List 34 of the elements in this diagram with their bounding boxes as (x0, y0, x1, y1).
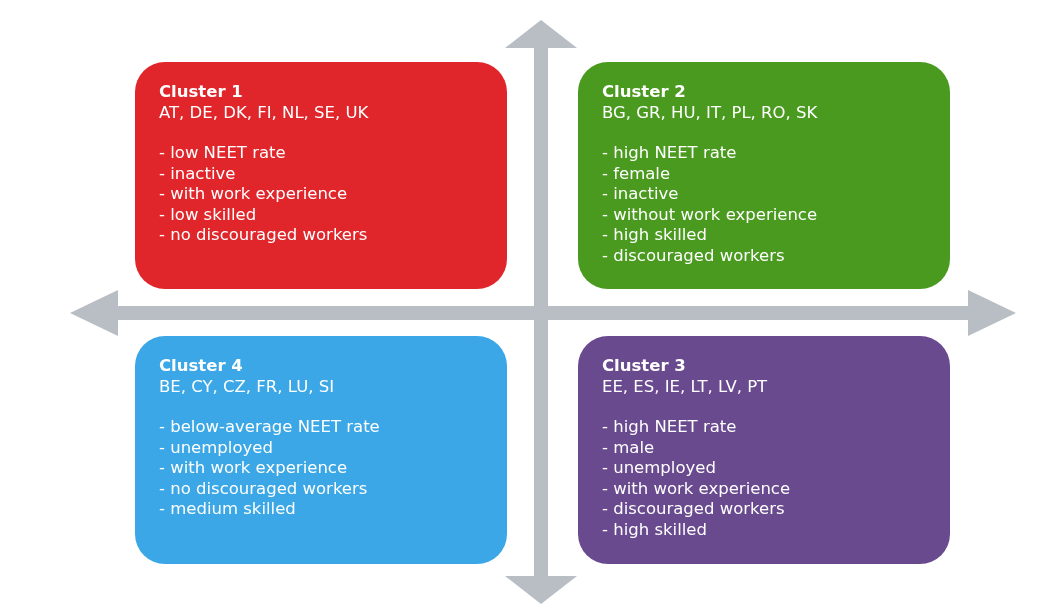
list-item: - male (602, 437, 655, 458)
list-item: - without work experience (602, 204, 818, 225)
list-item: - medium skilled (159, 499, 296, 520)
country-list: EE, ES, IE, LT, LV, PT (602, 376, 768, 397)
list-item: - with work experience (602, 478, 791, 499)
cluster-card (578, 62, 950, 289)
list-item: - low skilled (159, 204, 257, 225)
list-item: - unemployed (602, 458, 716, 479)
cluster-title: Cluster 4 (159, 356, 243, 377)
list-item: - with work experience (159, 458, 348, 479)
list-item: - with work experience (159, 184, 348, 205)
country-list: BE, CY, CZ, FR, LU, SI (159, 376, 335, 397)
list-item: - high NEET rate (602, 143, 737, 164)
cluster-card (135, 62, 507, 289)
cluster-card (578, 336, 950, 564)
cluster-card (135, 336, 507, 564)
list-item: - female (602, 163, 671, 184)
list-item: - discouraged workers (602, 499, 785, 520)
country-list: BG, GR, HU, IT, PL, RO, SK (602, 102, 818, 123)
list-item: - no discouraged workers (159, 225, 368, 246)
list-item: - inactive (602, 184, 679, 205)
list-item: - unemployed (159, 437, 273, 458)
list-item: - high NEET rate (602, 417, 737, 438)
country-list: AT, DE, DK, FI, NL, SE, UK (159, 102, 369, 123)
list-item: - low NEET rate (159, 143, 286, 164)
list-item: - inactive (159, 163, 236, 184)
cluster-title: Cluster 2 (602, 82, 686, 103)
list-item: - below-average NEET rate (159, 417, 380, 438)
list-item: - no discouraged workers (159, 478, 368, 499)
list-item: - high skilled (602, 225, 707, 246)
list-item: - discouraged workers (602, 245, 785, 266)
cluster-title: Cluster 3 (602, 356, 686, 377)
cluster-title: Cluster 1 (159, 82, 243, 103)
list-item: - high skilled (602, 519, 707, 540)
